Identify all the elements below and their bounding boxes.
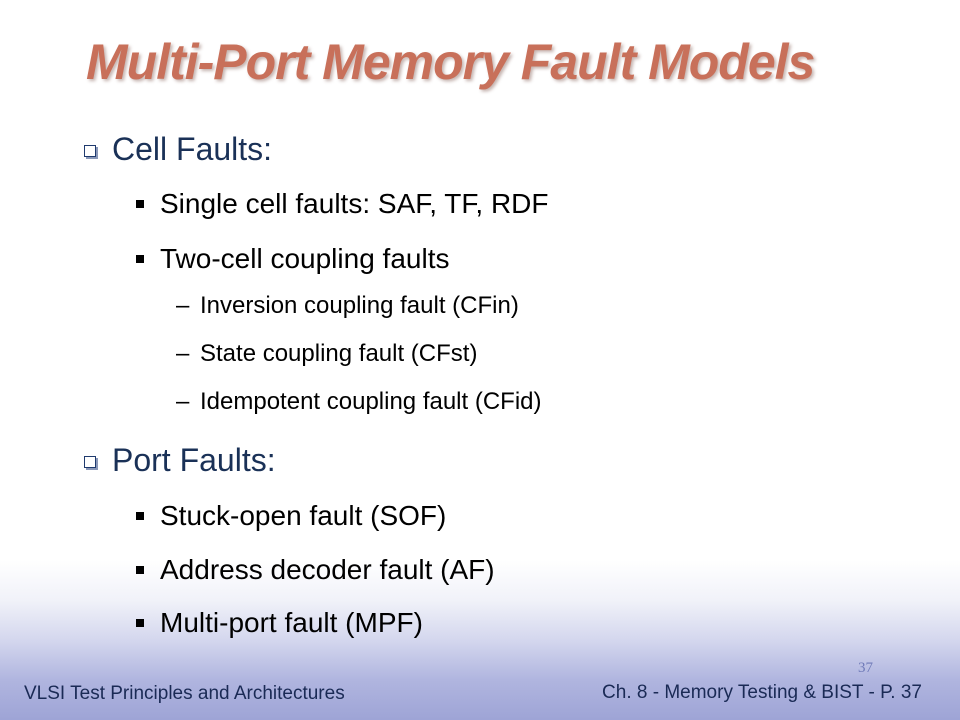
list-item-text: Stuck-open fault (SOF) (160, 500, 447, 531)
sub-list-item-text: Inversion coupling fault (CFin) (200, 292, 519, 319)
dash-bullet: – (176, 340, 190, 367)
footer-chapter-page: Ch. 8 - Memory Testing & BIST - P. 37 (602, 682, 922, 703)
page-number: 37 (858, 660, 873, 676)
slide-title: Multi-Port Memory Fault Models (86, 34, 815, 90)
list-item: Stuck-open fault (SOF) (136, 496, 446, 536)
list-item: Address decoder fault (AF) (136, 550, 495, 590)
section-heading-cell-faults: Cell Faults: (84, 127, 272, 171)
list-item: Single cell faults: SAF, TF, RDF (136, 184, 549, 224)
sub-list-item: – State coupling fault (CFst) (176, 337, 477, 371)
square-bullet-icon (136, 566, 144, 574)
list-item-text: Single cell faults: SAF, TF, RDF (160, 188, 549, 219)
hollow-square-bullet-icon (84, 145, 96, 157)
sub-list-item: – Idempotent coupling fault (CFid) (176, 385, 542, 419)
square-bullet-icon (136, 619, 144, 627)
section-heading-port-faults: Port Faults: (84, 438, 276, 482)
dash-bullet: – (176, 292, 190, 319)
sub-list-item-text: State coupling fault (CFst) (200, 340, 478, 367)
dash-bullet: – (176, 388, 190, 415)
section-heading-text: Cell Faults: (112, 130, 273, 167)
list-item-text: Address decoder fault (AF) (160, 554, 495, 585)
square-bullet-icon (136, 255, 144, 263)
list-item-text: Two-cell coupling faults (160, 243, 450, 274)
sub-list-item-text: Idempotent coupling fault (CFid) (200, 388, 542, 415)
section-heading-text: Port Faults: (112, 441, 276, 478)
hollow-square-bullet-icon (84, 456, 96, 468)
list-item-text: Multi-port fault (MPF) (160, 607, 423, 638)
list-item: Multi-port fault (MPF) (136, 603, 423, 643)
square-bullet-icon (136, 200, 144, 208)
sub-list-item: – Inversion coupling fault (CFin) (176, 289, 519, 323)
square-bullet-icon (136, 512, 144, 520)
footer-course-title: VLSI Test Principles and Architectures (24, 683, 345, 704)
list-item: Two-cell coupling faults (136, 239, 449, 279)
